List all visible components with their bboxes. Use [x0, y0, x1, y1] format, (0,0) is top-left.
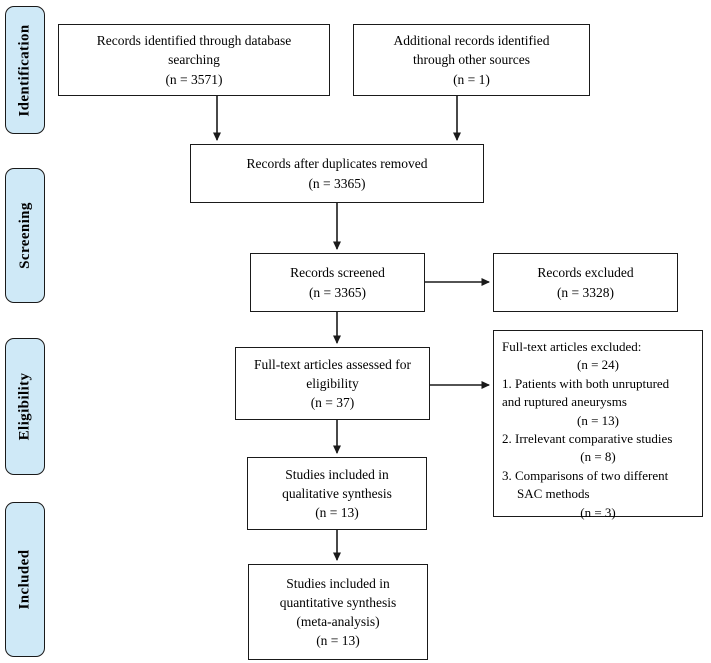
box-fulltext-assessed: Full-text articles assessed for eligibil…: [235, 347, 430, 420]
fulltext-excluded-line: Full-text articles excluded:: [502, 339, 642, 354]
fulltext-excluded-line: 1. Patients with both unruptured: [502, 375, 670, 391]
fulltext-excluded-line: (n = 24): [577, 357, 619, 373]
box-qualitative-synthesis-text: Studies included in qualitative synthesi…: [282, 466, 392, 521]
stage-label-identification-text: Identification: [16, 23, 33, 117]
stage-label-screening-text: Screening: [16, 202, 33, 269]
box-records-excluded: Records excluded (n = 3328): [493, 253, 678, 312]
box-additional-records-other-sources: Additional records identified through ot…: [353, 24, 590, 96]
box-records-after-duplicates-removed: Records after duplicates removed (n = 33…: [190, 144, 484, 203]
box-qualitative-synthesis: Studies included in qualitative synthesi…: [247, 457, 427, 530]
stage-label-eligibility-text: Eligibility: [16, 372, 33, 441]
fulltext-excluded-line: SAC methods: [517, 486, 590, 502]
box-records-excluded-text: Records excluded (n = 3328): [537, 265, 634, 300]
box-records-identified-database-text: Records identified through database sear…: [96, 33, 292, 87]
stage-label-identification: Identification: [5, 6, 45, 134]
stage-label-included: Included: [5, 502, 45, 657]
box-records-after-duplicates-removed-text: Records after duplicates removed (n = 33…: [246, 156, 428, 191]
fulltext-excluded-line: (n = 3): [580, 504, 616, 520]
box-fulltext-excluded: Full-text articles excluded: (n = 24) 1.…: [493, 330, 703, 520]
fulltext-excluded-line: and ruptured aneurysms: [502, 394, 627, 410]
box-quantitative-synthesis: Studies included in quantitative synthes…: [248, 564, 428, 660]
box-quantitative-synthesis-text: Studies included in quantitative synthes…: [279, 575, 397, 649]
stage-label-screening: Screening: [5, 168, 45, 303]
fulltext-excluded-line: (n = 8): [580, 449, 616, 465]
box-fulltext-assessed-text: Full-text articles assessed for eligibil…: [253, 356, 412, 411]
stage-label-included-text: Included: [16, 549, 33, 610]
stage-label-eligibility: Eligibility: [5, 338, 45, 475]
box-records-screened: Records screened (n = 3365): [250, 253, 425, 312]
box-additional-records-other-sources-text: Additional records identified through ot…: [393, 33, 550, 87]
fulltext-excluded-line: 2. Irrelevant comparative studies: [502, 431, 673, 447]
fulltext-excluded-line: (n = 13): [577, 412, 619, 428]
box-records-identified-database: Records identified through database sear…: [58, 24, 330, 96]
fulltext-excluded-line: 3. Comparisons of two different: [502, 467, 669, 483]
box-records-screened-text: Records screened (n = 3365): [290, 265, 385, 300]
